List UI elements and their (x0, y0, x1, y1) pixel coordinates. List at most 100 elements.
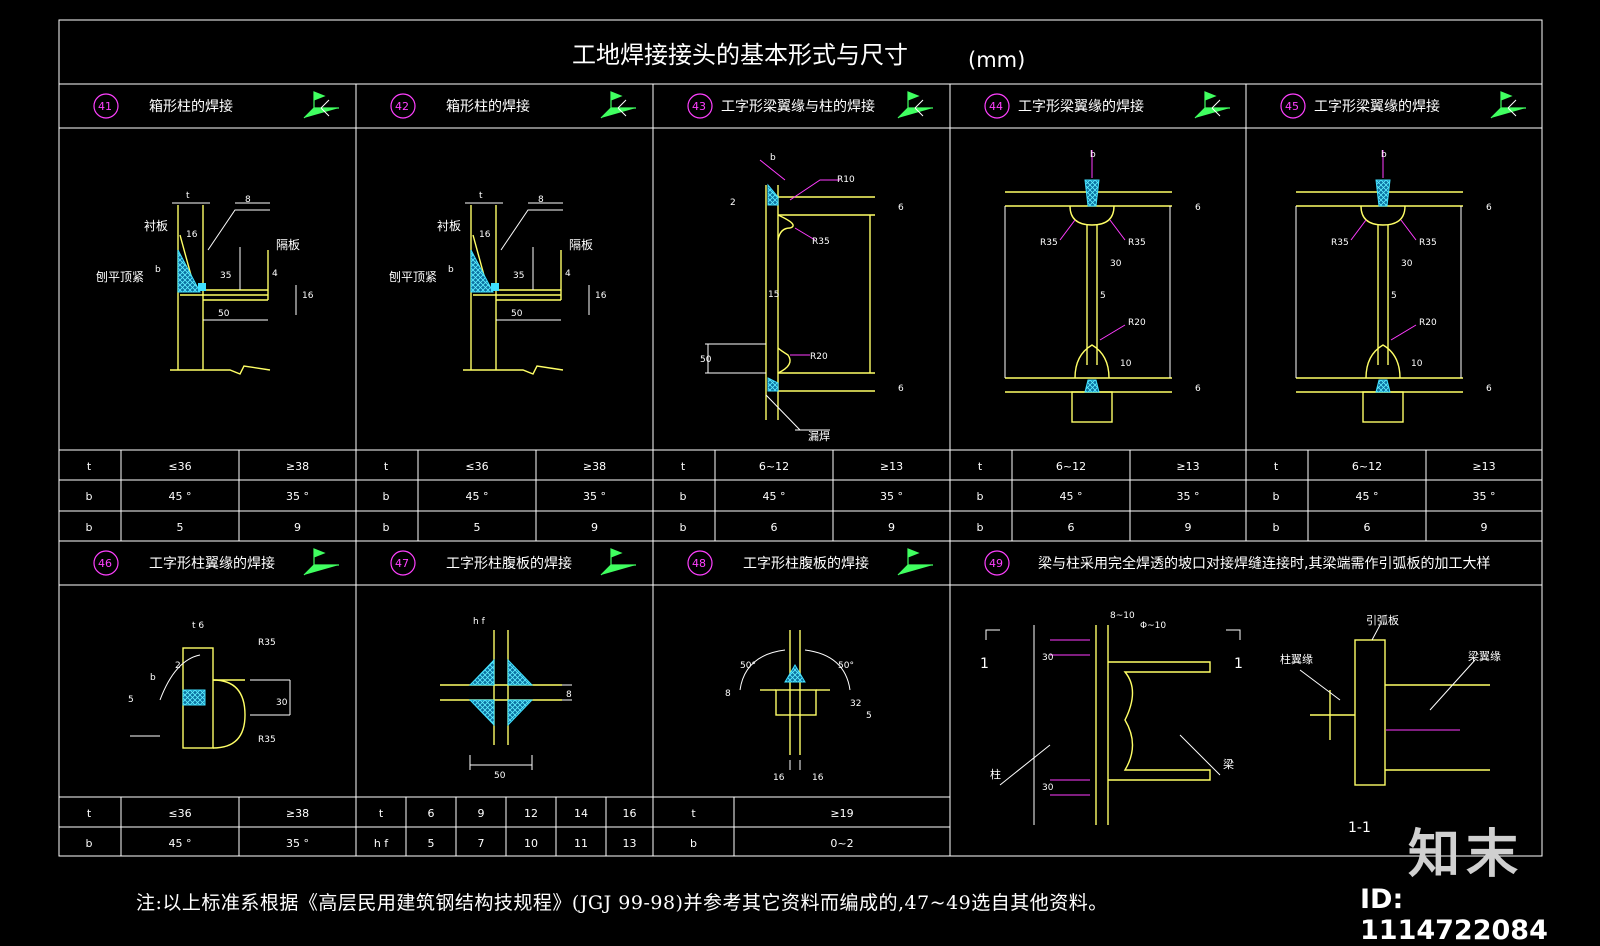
detail-title: 工字形梁翼缘的焊接 (1018, 98, 1144, 115)
unit-label: (mm) (968, 48, 1025, 72)
table-cell: 0~2 (830, 837, 853, 850)
table-cell: 5 (428, 837, 435, 850)
dim-30b-49: 30 (1042, 783, 1054, 793)
dim-15-43: 15 (768, 290, 779, 300)
detail-title: 工字形梁翼缘的焊接 (1314, 98, 1440, 115)
dim-2-43: 2 (730, 198, 736, 208)
dim-6a-44: 6 (1195, 203, 1201, 213)
dim-6b-43: 6 (898, 384, 904, 394)
table-cell: 14 (574, 807, 588, 820)
panel-header-44: 44 工字形梁翼缘的焊接 (984, 91, 1230, 119)
dim-phi-49: Φ~10 (1140, 621, 1166, 631)
dim-16a-48: 16 (773, 773, 785, 783)
dim-50-47: 50 (494, 771, 506, 781)
detail-number-circle (984, 93, 1010, 119)
table-cell: t (681, 460, 686, 473)
detail-49-drawing: 8~10 Φ~10 30 30 柱 梁 1 1 柱翼缘 梁翼缘 引弧板 1-1 (980, 611, 1501, 836)
detail-44-drawing: R35 R35 R20 30 5 10 6 6 b (1004, 150, 1201, 423)
dim-hf-47: h f (473, 617, 486, 627)
table-cell: 35 ° (286, 837, 309, 850)
id-label: ID: 1114722084 (1360, 884, 1548, 946)
table-cell: b (383, 521, 390, 534)
label-partition-41: 隔板 (276, 238, 300, 252)
table-cell: b (977, 490, 984, 503)
detail-number: 43 (692, 100, 706, 113)
table-cell: 45 ° (763, 490, 786, 503)
weld-symbol-icon (897, 548, 933, 576)
dim-16b-41: 16 (302, 291, 314, 301)
table-cell: 5 (474, 521, 481, 534)
detail-number-circle (390, 93, 416, 119)
weld-symbol-icon (1490, 91, 1526, 119)
table-cell: 12 (524, 807, 538, 820)
detail-45-drawing (1295, 149, 1493, 423)
dim-b-43: b (770, 153, 776, 163)
table-cell: 35 ° (286, 490, 309, 503)
label-leak-43: 漏焊 (808, 429, 830, 443)
detail-title: 工字形柱腹板的焊接 (446, 555, 572, 572)
dim-6b-44: 6 (1195, 384, 1201, 394)
watermark-logo: 知末 (1408, 825, 1525, 885)
panel-header-47: 47 工字形柱腹板的焊接 (390, 548, 636, 576)
table-cell: 16 (623, 807, 637, 820)
table-cell: t (379, 807, 384, 820)
section-mark-right-49: 1 (1234, 656, 1243, 672)
detail-number: 44 (989, 100, 1003, 113)
table-cell: t (978, 460, 983, 473)
label-section-49: 1-1 (1348, 820, 1371, 836)
detail-number: 49 (989, 557, 1003, 570)
dim-6a-43: 6 (898, 203, 904, 213)
footnote: 注:以上标准系根据《高层民用建筑钢结构技规程》(JGJ 99-98)并参考其它资… (136, 892, 1108, 914)
dim-t6-46: t 6 (192, 621, 204, 631)
label-column-flange-49: 柱翼缘 (1280, 652, 1313, 666)
dim-35-41: 35 (220, 271, 231, 281)
dim-r35b-44: R35 (1128, 238, 1146, 248)
table-cell: 10 (524, 837, 538, 850)
table-cell: 45 ° (466, 490, 489, 503)
dim-4-41: 4 (272, 269, 278, 279)
weld-symbol-icon (1194, 91, 1230, 119)
weld-symbol-icon (600, 548, 636, 576)
table-cell: 45 ° (169, 490, 192, 503)
detail-43-drawing: R10 R35 R20 6 6 2 15 50 b 漏焊 (700, 153, 904, 443)
detail-number-circle (1280, 93, 1306, 119)
detail-number: 48 (692, 557, 706, 570)
table-cell: b (680, 521, 687, 534)
weld-symbol-icon (600, 91, 636, 119)
table-cell: b (1273, 521, 1280, 534)
label-beam-49: 梁 (1223, 757, 1234, 771)
dim-50-43: 50 (700, 355, 712, 365)
table-cell: t (384, 460, 389, 473)
table-cell: 35 ° (1473, 490, 1496, 503)
table-cell: 9 (888, 521, 895, 534)
label-arc-plate-49: 引弧板 (1366, 613, 1399, 627)
dim-5-46: 5 (128, 695, 134, 705)
detail-42-drawing (388, 190, 608, 375)
dim-b-41: b (155, 265, 161, 275)
table-cell: 6~12 (759, 460, 789, 473)
table-cell: 9 (294, 521, 301, 534)
label-beam-flange-49: 梁翼缘 (1468, 649, 1501, 663)
weld-symbol-icon (897, 91, 933, 119)
dim-32-48: 32 (850, 699, 861, 709)
detail-number: 42 (395, 100, 409, 113)
dim-2-46: 2 (175, 661, 181, 671)
table-cell: b (1273, 490, 1280, 503)
dim-b-46: b (150, 673, 156, 683)
detail-number: 47 (395, 557, 409, 570)
section-mark-left-49: 1 (980, 656, 989, 672)
dim-50-41: 50 (218, 309, 230, 319)
dim-r10-43: R10 (837, 175, 855, 185)
table-cell: b (977, 521, 984, 534)
table-cell: t (1274, 460, 1279, 473)
table-cell: 6 (771, 521, 778, 534)
detail-47-drawing: 50 8 h f (440, 617, 572, 781)
table-cell: ≥38 (583, 460, 606, 473)
table-cell: ≥38 (286, 807, 309, 820)
